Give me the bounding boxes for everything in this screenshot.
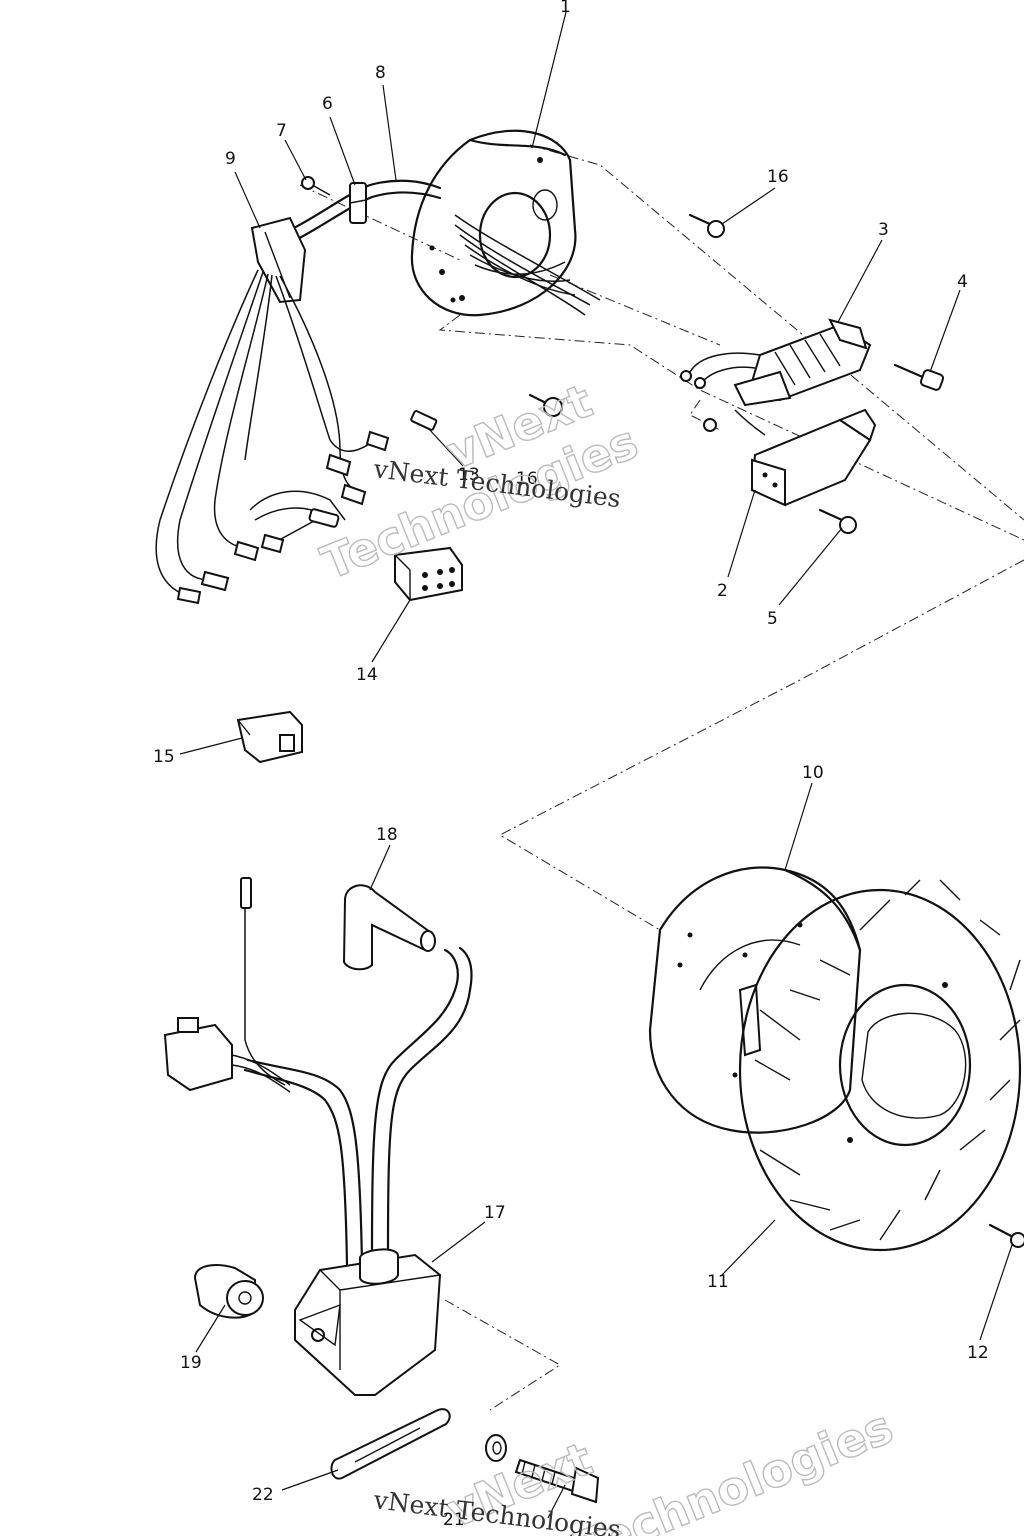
callout-2: 2: [717, 581, 728, 601]
spark-plug-cap: [342, 884, 436, 971]
washer: [485, 1434, 507, 1462]
mounting-plate: [330, 1408, 451, 1480]
wire-clamp: [349, 182, 367, 224]
stator-screw-lower: [528, 393, 563, 417]
callout-numbers: 1 8 6 7 9 16 3 4 13 16 2 5 14 15 10 18 1…: [153, 0, 989, 1530]
stator-base-plate: [410, 129, 601, 317]
callout-14: 14: [356, 665, 378, 685]
charge-coil: [680, 318, 872, 407]
callout-13: 13: [458, 465, 480, 485]
mounting-bolt: [514, 1458, 600, 1504]
rubber-boot: [193, 1264, 264, 1319]
callout-4: 4: [957, 272, 968, 292]
connector-housing: [394, 546, 463, 602]
callout-15: 15: [153, 747, 175, 767]
callout-8: 8: [375, 63, 386, 83]
callout-12: 12: [967, 1343, 989, 1363]
cdi-unit: [703, 408, 877, 507]
lead-wires: [155, 269, 390, 605]
callout-6: 6: [322, 94, 333, 114]
callout-3: 3: [878, 220, 889, 240]
callout-11: 11: [707, 1272, 729, 1292]
callout-18: 18: [376, 825, 398, 845]
callout-10: 10: [802, 763, 824, 783]
callout-22: 22: [252, 1485, 274, 1505]
ignition-coil: [243, 946, 473, 1396]
callout-7: 7: [276, 121, 287, 141]
callout-21: 21: [443, 1510, 465, 1530]
callout-1: 1: [560, 0, 571, 17]
flywheel-bolt: [988, 1223, 1024, 1248]
watermark-upper: vNext Technologies vNext Technologies: [313, 373, 646, 591]
flywheel: [648, 866, 862, 1134]
coil-screw: [893, 363, 945, 391]
callout-16-lower: 16: [516, 469, 538, 489]
spade-terminal: [410, 410, 438, 431]
coil-lead-wire: [163, 877, 291, 1093]
callout-19: 19: [180, 1353, 202, 1373]
cooling-fan: [738, 879, 1022, 1252]
assembly-center-lines: [299, 144, 1024, 1411]
small-connector: [236, 710, 303, 764]
small-screw: [301, 176, 331, 196]
grommet: [250, 216, 307, 304]
callout-5: 5: [767, 609, 778, 629]
cdi-screw: [818, 508, 857, 534]
stator-screw-upper: [688, 213, 725, 238]
leader-lines: [179, 11, 1013, 1519]
watermark-lower: vNext Technologies vNext Technologies: [371, 1399, 901, 1536]
wire-sheath: [288, 179, 442, 244]
callout-9: 9: [225, 149, 236, 169]
callout-17: 17: [484, 1203, 506, 1223]
callout-16-upper: 16: [767, 167, 789, 187]
